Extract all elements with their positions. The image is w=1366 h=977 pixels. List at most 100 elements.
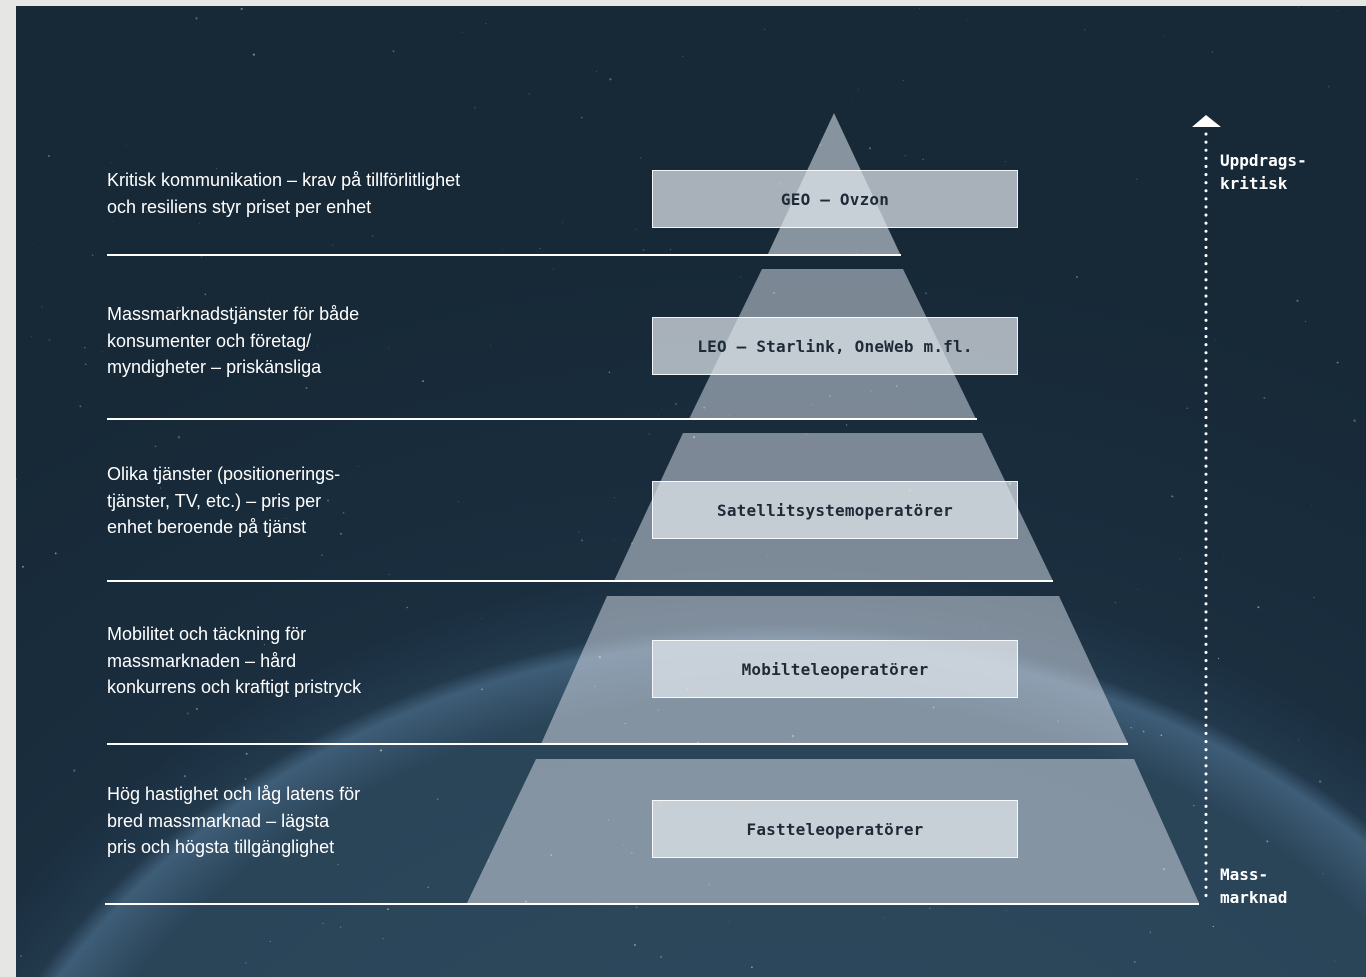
star-dot <box>285 517 287 519</box>
star-dot <box>379 749 383 752</box>
star-dot <box>1137 589 1138 590</box>
star-dot <box>110 162 112 164</box>
star-dot <box>1149 931 1152 933</box>
star-dot <box>421 379 425 383</box>
star-dot <box>321 554 323 557</box>
star-dot <box>427 886 430 889</box>
star-dot <box>159 487 162 489</box>
star-dot <box>195 17 198 20</box>
star-dot <box>1297 7 1300 9</box>
star-dot <box>196 708 198 710</box>
star-dot <box>267 300 268 302</box>
star-dot <box>1322 872 1324 875</box>
star-dot <box>922 158 924 161</box>
star-dot <box>609 78 612 81</box>
star-dot <box>85 363 87 366</box>
star-dot <box>406 606 408 609</box>
star-dot <box>54 552 57 555</box>
star-dot <box>1214 339 1216 342</box>
star-dot <box>561 222 564 224</box>
axis-arrow-up-icon <box>1192 115 1221 127</box>
star-dot <box>240 7 243 10</box>
star-dot <box>1082 138 1084 140</box>
star-dot <box>16 478 17 480</box>
star-dot <box>1083 29 1086 31</box>
star-dot <box>857 89 860 91</box>
star-dot <box>245 752 248 755</box>
star-dot <box>669 248 672 251</box>
star-dot <box>1353 419 1356 422</box>
star-dot <box>183 775 187 778</box>
star-dot <box>481 617 483 619</box>
tier-description-geo: Kritisk kommunikation – krav på tillförl… <box>107 170 461 217</box>
star-dot <box>245 962 247 964</box>
axis-label-top: Uppdrags- kritisk <box>1220 151 1307 193</box>
star-dot <box>1304 320 1307 323</box>
star-dot <box>929 907 931 909</box>
star-dot <box>1136 178 1138 180</box>
star-dot <box>966 19 968 21</box>
star-dot <box>1313 596 1315 599</box>
star-dot <box>635 906 638 909</box>
star-dot <box>337 863 339 866</box>
star-dot <box>1263 396 1266 399</box>
star-dot <box>578 531 580 533</box>
star-dot <box>186 712 189 715</box>
star-dot <box>682 55 684 58</box>
star-dot <box>33 243 35 245</box>
star-dot <box>884 917 886 919</box>
star-dot <box>1162 35 1164 37</box>
star-dot <box>215 168 217 170</box>
star-dot <box>501 248 503 250</box>
star-dot <box>101 350 104 352</box>
star-dot <box>660 408 662 409</box>
star-dot <box>30 335 33 338</box>
star-dot <box>176 825 179 828</box>
star-dot <box>388 573 390 575</box>
star-dot <box>1266 840 1269 843</box>
star-dot <box>1171 495 1174 498</box>
star-dot <box>263 643 265 646</box>
star-dot <box>904 154 907 157</box>
star-dot <box>899 13 900 14</box>
star-dot <box>1004 161 1006 162</box>
star-dot <box>342 511 345 514</box>
star-dot <box>608 371 611 374</box>
star-dot <box>596 70 597 72</box>
star-dot <box>436 798 439 800</box>
star-dot <box>1186 407 1188 409</box>
star-dot <box>382 938 384 940</box>
star-dot <box>21 565 24 568</box>
star-dot <box>73 769 76 772</box>
star-dot <box>1006 910 1007 912</box>
star-dot <box>1114 601 1117 604</box>
star-dot <box>79 405 82 408</box>
tier-label-leo: LEO – Starlink, OneWeb m.fl. <box>652 317 1018 375</box>
star-dot <box>552 281 554 282</box>
star-dot <box>167 324 169 325</box>
tier-description-satellite: Olika tjänster (positionerings-tjänster,… <box>107 464 341 537</box>
star-dot <box>918 8 920 10</box>
star-dot <box>41 305 43 308</box>
star-dot <box>200 255 203 258</box>
star-dot <box>639 157 642 159</box>
star-dot <box>994 316 995 318</box>
star-dot <box>145 211 148 214</box>
star-dot <box>111 220 113 222</box>
star-dot <box>1310 505 1312 506</box>
star-dot <box>48 339 51 341</box>
star-dot <box>350 474 352 476</box>
pyramid-diagram: Kritisk kommunikation – krav på tillförl… <box>16 6 1366 977</box>
star-dot <box>633 943 637 947</box>
star-dot <box>642 249 645 251</box>
star-dot <box>635 228 637 230</box>
star-dot <box>740 276 742 278</box>
tier-label-fixed: Fastteleoperatörer <box>652 800 1018 858</box>
star-dot <box>1298 739 1300 741</box>
star-dot <box>485 23 487 25</box>
star-dot <box>1296 299 1299 302</box>
star-dot <box>322 922 324 925</box>
star-dot <box>1133 960 1136 963</box>
